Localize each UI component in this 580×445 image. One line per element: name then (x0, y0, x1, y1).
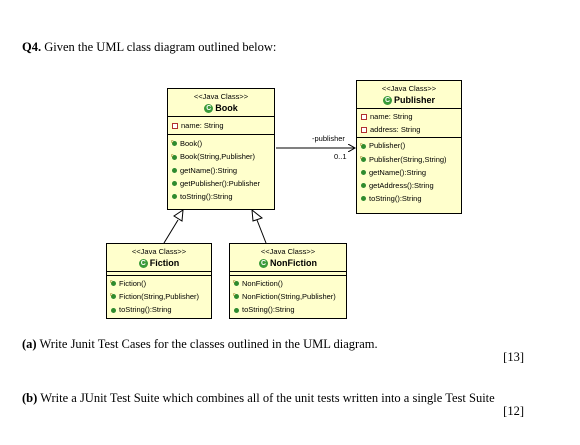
publisher-stereotype: <<Java Class>> (381, 84, 437, 93)
publisher-method: getName():String (369, 167, 427, 177)
constructor-icon (171, 150, 177, 163)
nonfiction-method: toString():String (242, 305, 295, 315)
nonfiction-method: NonFiction() (242, 279, 283, 288)
book-field: name: String (181, 121, 224, 130)
question-text: Given the UML class diagram outlined bel… (44, 40, 277, 54)
class-icon: C (204, 103, 214, 113)
private-field-icon (361, 126, 367, 133)
fiction-stereotype: <<Java Class>> (131, 247, 187, 256)
publisher-class-name: Publisher (393, 95, 435, 105)
part-a-marks: [13] (503, 350, 524, 364)
part-b-text: Write a JUnit Test Suite which combines … (40, 391, 495, 405)
constructor-icon (233, 289, 239, 302)
public-method-icon (361, 196, 366, 202)
public-method-icon (361, 183, 366, 189)
book-class-name: Book (215, 103, 238, 113)
nonfiction-class-name: NonFiction (270, 258, 317, 268)
constructor-icon (360, 139, 366, 152)
part-b: (b) Write a JUnit Test Suite which combi… (22, 391, 495, 406)
part-a-label: (a) (22, 337, 37, 351)
nonfiction-generalization-line (256, 219, 267, 244)
publisher-field: address: String (370, 125, 421, 135)
book-method: Book() (180, 139, 203, 149)
public-method-icon (172, 167, 177, 173)
private-field-icon (361, 113, 367, 120)
fiction-class-name: Fiction (149, 258, 180, 268)
constructor-icon (110, 276, 116, 289)
constructor-icon (360, 152, 366, 165)
part-b-marks: [12] (503, 404, 524, 418)
class-icon: C (382, 95, 392, 105)
fiction-inheritance-arrowhead (173, 209, 184, 222)
public-method-icon (361, 169, 366, 175)
class-icon: C (259, 258, 268, 268)
part-b-label: (b) (22, 391, 38, 405)
book-method: Book(String,Publisher) (180, 152, 256, 162)
public-method-icon (172, 180, 177, 186)
constructor-icon (110, 289, 116, 302)
nonfiction-method: NonFiction(String,Publisher) (242, 292, 336, 302)
publisher-method: getAddress():String (369, 181, 434, 191)
publisher-method: Publisher() (369, 141, 406, 151)
public-method-icon (172, 194, 177, 200)
nonfiction-inheritance-arrowhead (251, 208, 264, 222)
public-method-icon (234, 307, 239, 313)
fiction-method: Fiction() (119, 279, 147, 288)
private-field-icon (172, 122, 178, 129)
book-stereotype: <<Java Class>> (193, 92, 249, 101)
nonfiction-stereotype: <<Java Class>> (260, 247, 316, 256)
question-number: Q4. (22, 40, 42, 54)
book-method: getPublisher():Publisher (180, 178, 261, 188)
part-a-text: Write Junit Test Cases for the classes o… (39, 337, 378, 351)
public-method-icon (111, 307, 116, 313)
publisher-method: Publisher(String,String) (369, 154, 447, 164)
class-icon: C (138, 258, 148, 268)
constructor-icon (233, 276, 239, 289)
fiction-method: Fiction(String,Publisher) (119, 292, 200, 302)
association-role-label: -publisher (312, 134, 345, 143)
book-method: toString():String (180, 192, 233, 202)
question-heading: Q4. Given the UML class diagram outlined… (22, 40, 276, 55)
book-method: getName():String (180, 165, 238, 175)
publisher-method: toString():String (369, 194, 422, 204)
fiction-method: toString():String (119, 305, 172, 315)
constructor-icon (171, 136, 177, 149)
association-multiplicity-label: 0..1 (334, 152, 347, 161)
part-a: (a) Write Junit Test Cases for the class… (22, 337, 378, 352)
publisher-field: name: String (370, 112, 413, 121)
fiction-generalization-line (163, 219, 179, 244)
